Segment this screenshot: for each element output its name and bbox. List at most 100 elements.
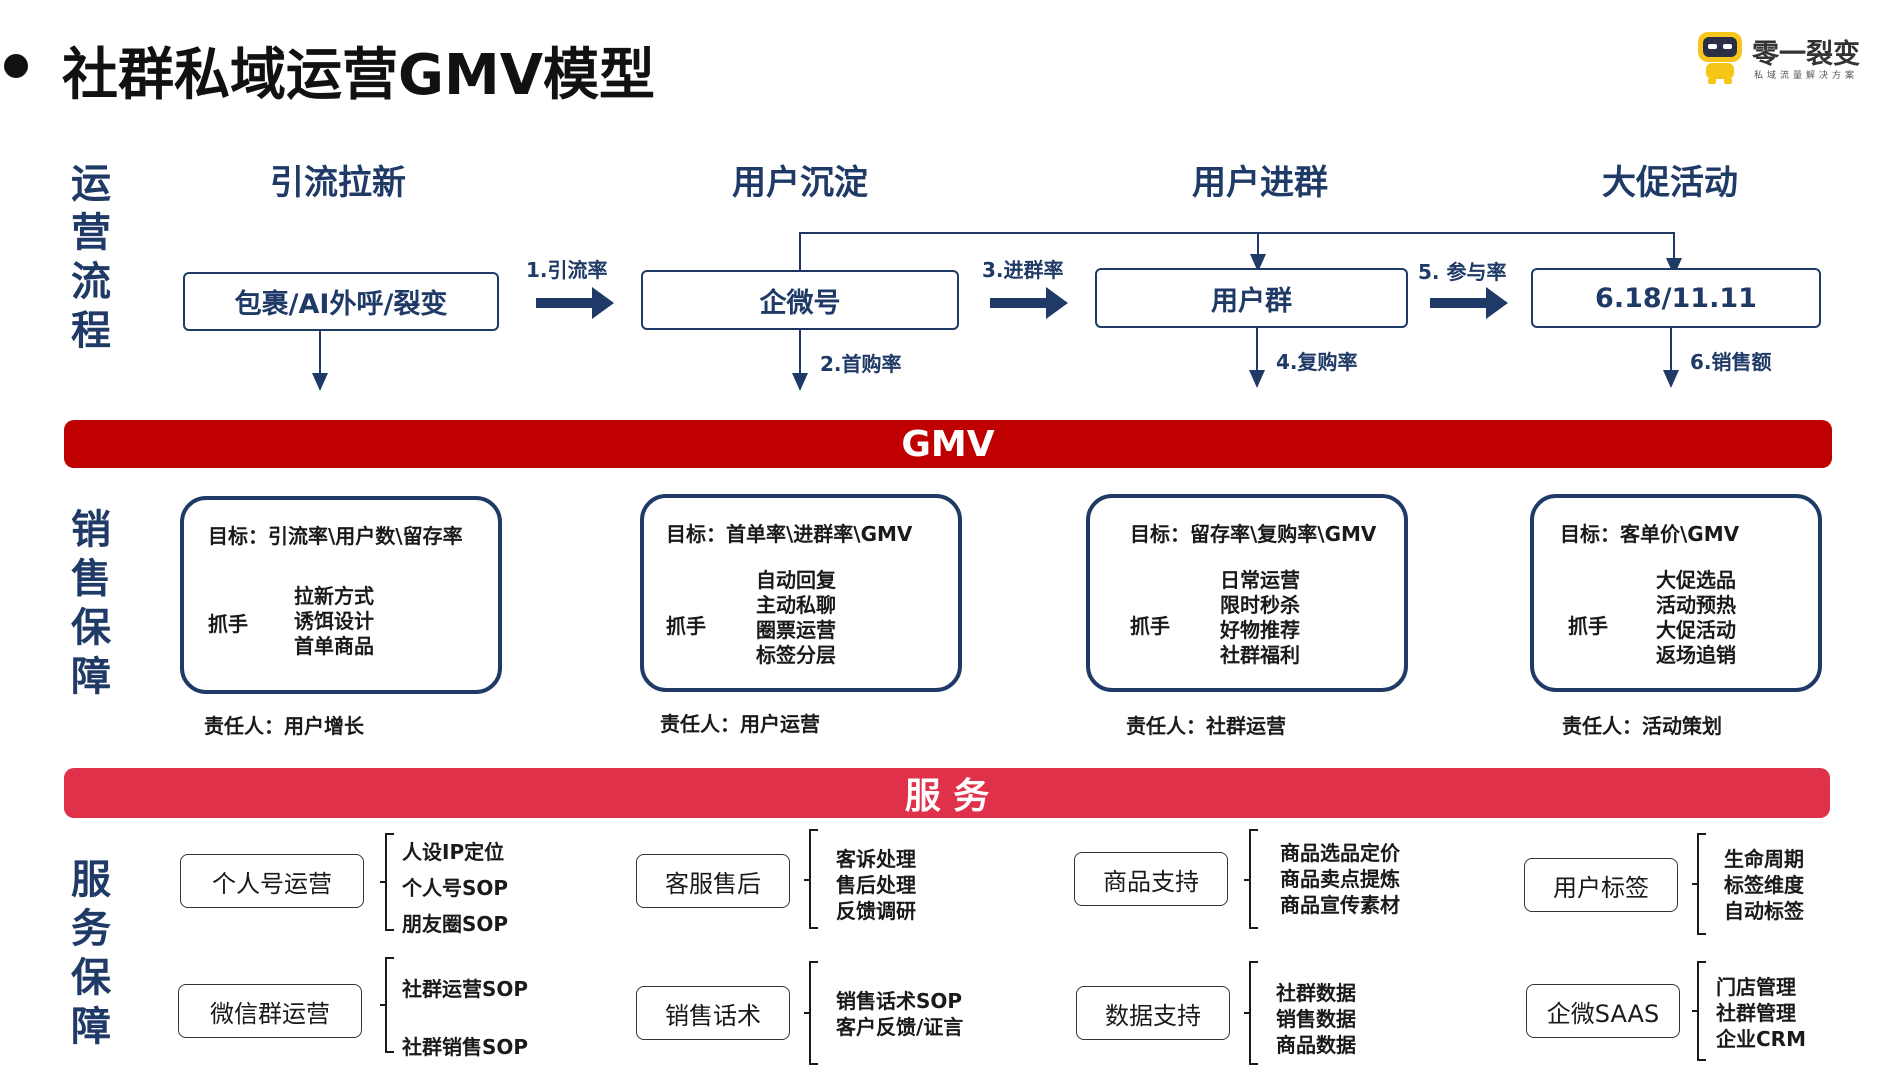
robot-logo-icon — [1698, 32, 1742, 84]
svc-list-customer-service: 客诉处理 售后处理 反馈调研 — [836, 846, 916, 924]
svc-list-data-support: 社群数据 销售数据 商品数据 — [1276, 980, 1356, 1058]
svc-list-product-support: 商品选品定价 商品卖点提炼 商品宣传素材 — [1280, 840, 1400, 918]
goal-text: 目标：留存率\复购率\GMV — [1130, 522, 1377, 546]
svc-item: 社群销售SOP — [402, 1035, 529, 1059]
svc-item: 企业CRM — [1716, 1027, 1806, 1051]
svc-box-product-support: 商品支持 — [1074, 852, 1228, 906]
svc-item: 商品选品定价 — [1280, 841, 1400, 865]
lever-item: 主动私聊 — [756, 593, 836, 617]
lever-item: 好物推荐 — [1220, 618, 1300, 642]
lever-list: 大促选品 活动预热 大促活动 返场追销 — [1656, 568, 1736, 668]
owner-group: 责任人：社群运营 — [1126, 714, 1286, 738]
svc-bracket-8 — [1692, 961, 1706, 1061]
logo-subtitle: 私域流量解决方案 — [1754, 71, 1859, 81]
lever-item: 拉新方式 — [294, 584, 374, 608]
owner-promotion: 责任人：活动策划 — [1562, 714, 1722, 738]
arrow-right-3 — [1430, 287, 1508, 319]
svc-bracket-6 — [804, 961, 818, 1065]
logo: 零一裂变 私域流量解决方案 — [1694, 28, 1884, 90]
svc-item: 自动标签 — [1724, 899, 1804, 923]
svc-bracket-1 — [380, 833, 394, 931]
side-label-process: 运营流程 — [71, 161, 111, 354]
svc-item: 门店管理 — [1716, 975, 1796, 999]
svc-list-wechat-group: 社群运营SOP 社群销售SOP — [402, 960, 528, 1076]
gmv-band: GMV — [64, 420, 1832, 468]
goal-box-promotion: 目标：客单价\GMV 抓手 大促选品 活动预热 大促活动 返场追销 — [1530, 494, 1822, 692]
flow-box-promotion: 6.18/11.11 — [1531, 268, 1821, 328]
svc-bracket-3 — [1244, 829, 1258, 929]
lever-item: 标签分层 — [756, 643, 836, 667]
lever-item: 大促选品 — [1656, 568, 1736, 592]
lever-list: 自动回复 主动私聊 圈票运营 标签分层 — [756, 568, 836, 668]
lever-item: 圈票运营 — [756, 618, 836, 642]
lever-item: 首单商品 — [294, 634, 374, 658]
svc-item: 反馈调研 — [836, 899, 916, 923]
lever-item: 活动预热 — [1656, 593, 1736, 617]
svc-bracket-4 — [1692, 833, 1706, 935]
lever-item: 自动回复 — [756, 568, 836, 592]
rate-label-4: 4.复购率 — [1276, 350, 1358, 374]
rate-label-1: 1.引流率 — [526, 258, 608, 282]
svc-item: 客诉处理 — [836, 847, 916, 871]
svc-box-data-support: 数据支持 — [1076, 986, 1230, 1040]
lever-item: 社群福利 — [1220, 643, 1300, 667]
svc-box-user-tags: 用户标签 — [1524, 858, 1678, 912]
lever-label: 抓手 — [1568, 614, 1608, 638]
arrow-right-2 — [990, 287, 1068, 319]
svc-item: 售后处理 — [836, 873, 916, 897]
goal-text: 目标：客单价\GMV — [1560, 522, 1740, 546]
connector-top-to-promotion — [799, 232, 1682, 276]
lever-list: 日常运营 限时秒杀 好物推荐 社群福利 — [1220, 568, 1300, 668]
svc-item: 朋友圈SOP — [402, 912, 509, 936]
title-bullet — [4, 54, 28, 78]
svc-bracket-2 — [804, 829, 818, 929]
rate-label-2: 2.首购率 — [820, 352, 902, 376]
svc-box-personal-account: 个人号运营 — [180, 854, 364, 908]
goal-text: 目标：引流率\用户数\留存率 — [208, 524, 463, 548]
svc-item: 社群运营SOP — [402, 977, 529, 1001]
lever-label: 抓手 — [208, 612, 248, 636]
lever-label: 抓手 — [1130, 614, 1170, 638]
lever-label: 抓手 — [666, 614, 706, 638]
goal-text: 目标：首单率\进群率\GMV — [666, 522, 913, 546]
svc-item: 销售话术SOP — [836, 989, 963, 1013]
stage-title-join-group: 用户进群 — [1192, 163, 1328, 203]
flow-box-wecom: 企微号 — [641, 270, 959, 330]
arrow-right-1 — [536, 287, 614, 319]
stage-title-acquire: 引流拉新 — [270, 163, 406, 203]
svc-list-wecom-saas: 门店管理 社群管理 企业CRM — [1716, 974, 1806, 1052]
side-label-service: 服务保障 — [71, 857, 111, 1050]
side-label-sales: 销售保障 — [71, 507, 111, 700]
svc-item: 客户反馈/证言 — [836, 1015, 964, 1039]
flow-box-acquire: 包裹/AI外呼/裂变 — [183, 272, 499, 331]
svc-item: 社群管理 — [1716, 1001, 1796, 1025]
svc-item: 个人号SOP — [402, 876, 509, 900]
goal-box-group: 目标：留存率\复购率\GMV 抓手 日常运营 限时秒杀 好物推荐 社群福利 — [1086, 494, 1408, 692]
rate-label-3: 3.进群率 — [982, 258, 1064, 282]
svc-item: 商品卖点提炼 — [1280, 867, 1400, 891]
owner-acquire: 责任人：用户增长 — [204, 714, 364, 738]
lever-item: 诱饵设计 — [294, 609, 374, 633]
lever-list: 拉新方式 诱饵设计 首单商品 — [294, 584, 374, 659]
lever-item: 限时秒杀 — [1220, 593, 1300, 617]
lever-item: 日常运营 — [1220, 568, 1300, 592]
svc-bracket-7 — [1244, 961, 1258, 1065]
svc-item: 销售数据 — [1276, 1007, 1356, 1031]
lever-item: 大促活动 — [1656, 618, 1736, 642]
svc-box-wecom-saas: 企微SAAS — [1526, 984, 1680, 1038]
page-title: 社群私域运营GMV模型 — [62, 43, 656, 108]
svc-item: 人设IP定位 — [402, 840, 505, 864]
svc-item: 社群数据 — [1276, 981, 1356, 1005]
service-band: 服 务 — [64, 768, 1830, 818]
flow-box-user-group: 用户群 — [1095, 268, 1408, 328]
rate-label-6: 6.销售额 — [1690, 350, 1772, 374]
logo-name: 零一裂变 — [1752, 39, 1860, 70]
stage-title-retain: 用户沉淀 — [732, 163, 868, 203]
svc-item: 商品宣传素材 — [1280, 893, 1400, 917]
svc-list-sales-script: 销售话术SOP 客户反馈/证言 — [836, 988, 963, 1040]
svc-item: 商品数据 — [1276, 1033, 1356, 1057]
stage-title-promotion: 大促活动 — [1602, 163, 1738, 203]
goal-box-retain: 目标：首单率\进群率\GMV 抓手 自动回复 主动私聊 圈票运营 标签分层 — [640, 494, 962, 692]
lever-item: 返场追销 — [1656, 643, 1736, 667]
owner-retain: 责任人：用户运营 — [660, 712, 820, 736]
